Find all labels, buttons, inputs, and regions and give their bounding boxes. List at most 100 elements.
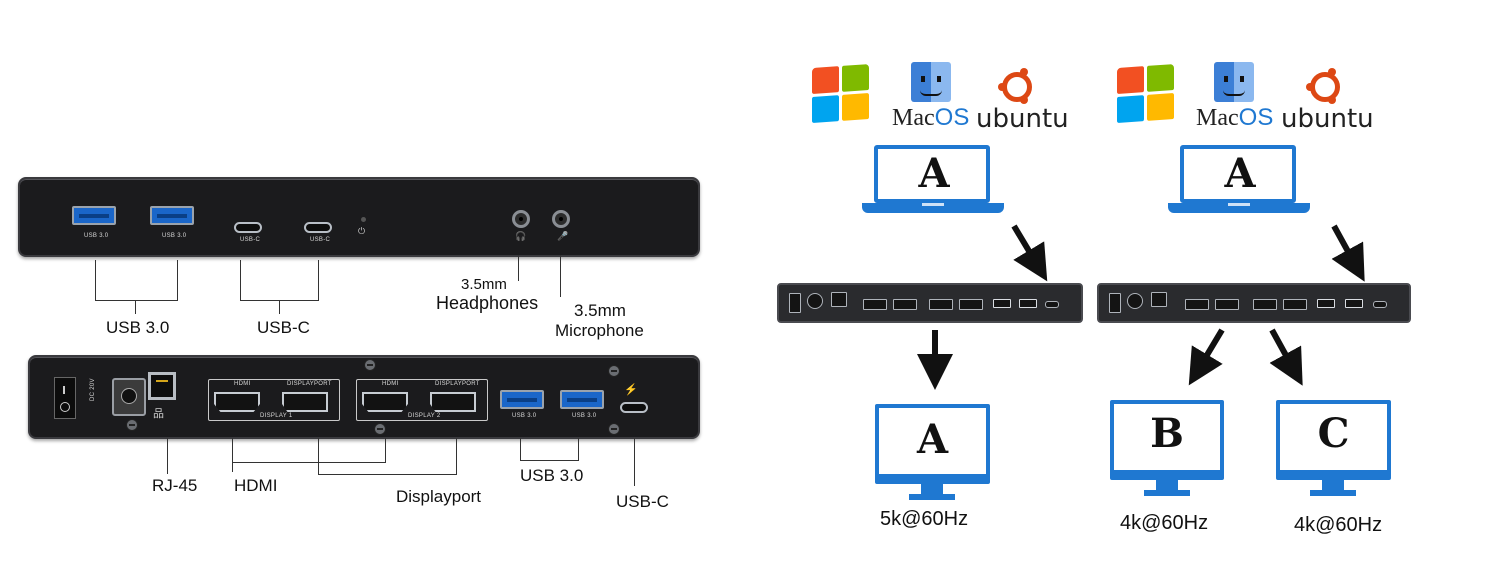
hdmi-port-1 bbox=[214, 392, 260, 412]
headphone-jack bbox=[512, 210, 530, 228]
network-icon: 品 bbox=[153, 408, 164, 420]
display2-dp-label: DISPLAYPORT bbox=[435, 381, 480, 387]
mic-size-callout: 3.5mm bbox=[574, 301, 626, 320]
usb-a-port-1 bbox=[72, 206, 116, 225]
usb30-back-bracket bbox=[520, 460, 579, 461]
dock-right-dp2 bbox=[1283, 299, 1307, 310]
dock-left-rj45 bbox=[831, 292, 847, 307]
macos-text-2: MacOS bbox=[1196, 104, 1274, 131]
microphone-leader bbox=[560, 255, 561, 297]
windows-logo-2 bbox=[1117, 64, 1175, 124]
screw-1 bbox=[126, 419, 138, 431]
back-usb-a-port-1 bbox=[500, 390, 544, 409]
usb30-front-bracket-right bbox=[177, 260, 178, 300]
screw-5 bbox=[608, 423, 620, 435]
dock-diagram-left bbox=[777, 283, 1083, 323]
dock-right-dp1 bbox=[1215, 299, 1239, 310]
usb30-front-bracket-bottom bbox=[95, 300, 178, 301]
laptop-right-letter: A bbox=[1224, 150, 1256, 197]
usbc-front-bracket-right bbox=[318, 260, 319, 300]
usb30-front-callout: USB 3.0 bbox=[106, 318, 170, 337]
display1-dp-label: DISPLAYPORT bbox=[287, 381, 332, 387]
displayport-2 bbox=[430, 392, 476, 412]
back-usb-c-port bbox=[620, 402, 648, 413]
screw-3 bbox=[374, 423, 386, 435]
macos-finder-icon-1 bbox=[911, 62, 951, 102]
usb30-back-leader-2 bbox=[578, 438, 579, 460]
dp-bracket bbox=[318, 474, 457, 475]
microphone-callout: Microphone bbox=[555, 321, 644, 340]
monitor-c-resolution: 4k@60Hz bbox=[1294, 514, 1383, 536]
usbc-front-callout: USB-C bbox=[257, 318, 310, 337]
rj45-leader bbox=[167, 438, 168, 474]
usbc-back-leader bbox=[634, 438, 635, 486]
headphones-callout: Headphones bbox=[436, 293, 539, 313]
display2-group bbox=[356, 379, 488, 421]
dock-left-usb1 bbox=[993, 299, 1011, 308]
usb-a-port-2 bbox=[150, 206, 194, 225]
dock-left-dp2 bbox=[959, 299, 983, 310]
display1-label: DISPLAY 1 bbox=[258, 413, 295, 419]
displayport-callout: Displayport bbox=[396, 487, 482, 506]
dock-left-dc bbox=[807, 293, 823, 309]
back-usb-a-port-2-label: USB 3.0 bbox=[572, 413, 597, 419]
dock-back-panel: DC 20V 品 HDMI DISPLAYPORT DISPLAY 1 HDMI… bbox=[28, 355, 700, 439]
ubuntu-icon-2 bbox=[1306, 68, 1340, 104]
headphone-icon: 🎧 bbox=[515, 231, 527, 241]
displayport-1 bbox=[282, 392, 328, 412]
display2-hdmi-label: HDMI bbox=[382, 381, 399, 387]
dc-input-label: DC 20V bbox=[90, 378, 96, 401]
usb30-back-leader-1 bbox=[520, 438, 521, 460]
usb30-front-bracket bbox=[95, 260, 96, 300]
dock-right-usbc bbox=[1373, 301, 1387, 308]
dock-left-hdmi1 bbox=[863, 299, 887, 310]
monitor-a-letter: A bbox=[916, 416, 949, 463]
usbc-back-callout: USB-C bbox=[616, 492, 669, 511]
macos-finder-icon-2 bbox=[1214, 62, 1254, 102]
screw-2 bbox=[364, 359, 376, 371]
ubuntu-text-2: ubuntu bbox=[1281, 104, 1374, 134]
hdmi-port-2 bbox=[362, 392, 408, 412]
usb30-back-callout: USB 3.0 bbox=[520, 466, 584, 485]
usb30-front-bracket-stem bbox=[135, 300, 136, 314]
laptop-right bbox=[1168, 145, 1312, 215]
dp-leader-2 bbox=[456, 438, 457, 474]
display1-hdmi-label: HDMI bbox=[234, 381, 251, 387]
power-led-icon bbox=[361, 217, 366, 222]
dock-diagram-right bbox=[1097, 283, 1411, 323]
screw-4 bbox=[608, 365, 620, 377]
display1-group bbox=[208, 379, 340, 421]
monitor-c bbox=[1276, 400, 1391, 500]
dock-right-switch bbox=[1109, 293, 1121, 313]
dock-right-dc bbox=[1127, 293, 1143, 309]
monitor-a-resolution: 5k@60Hz bbox=[880, 508, 969, 530]
hdmi-callout: HDMI bbox=[234, 476, 278, 495]
back-usb-a-port-1-label: USB 3.0 bbox=[512, 413, 537, 419]
dock-front-panel: USB 3.0 USB 3.0 USB-C USB-C ⏻ 🎧 🎤 bbox=[18, 177, 700, 257]
arrow-laptop-to-dock-right bbox=[1331, 224, 1365, 282]
usbc-front-bracket-left bbox=[240, 260, 241, 300]
dock-right-usb1 bbox=[1317, 299, 1335, 308]
microphone-icon: 🎤 bbox=[557, 231, 569, 241]
back-usb-a-port-2 bbox=[560, 390, 604, 409]
arrow-dock-to-monitor-c bbox=[1269, 328, 1303, 386]
dock-left-usbc bbox=[1045, 301, 1059, 308]
hdmi-leader-2 bbox=[385, 438, 386, 462]
arrow-laptop-to-dock-left bbox=[1011, 224, 1048, 282]
monitor-b-resolution: 4k@60Hz bbox=[1120, 512, 1209, 534]
ubuntu-icon-1 bbox=[998, 68, 1032, 104]
hdmi-leader-1 bbox=[232, 438, 233, 472]
monitor-b bbox=[1110, 400, 1224, 500]
dp-leader-1 bbox=[318, 438, 319, 474]
usb-c-port-1-label: USB-C bbox=[240, 237, 261, 243]
power-switch bbox=[54, 377, 76, 419]
monitor-a bbox=[875, 404, 990, 504]
dock-left-usb2 bbox=[1019, 299, 1037, 308]
usb-a-port-2-label: USB 3.0 bbox=[162, 233, 187, 239]
headphones-size-callout: 3.5mm bbox=[461, 276, 507, 293]
laptop-charge-icon: ⚡ bbox=[624, 384, 638, 396]
microphone-jack bbox=[552, 210, 570, 228]
monitor-c-letter: C bbox=[1317, 410, 1350, 457]
usb-c-port-2 bbox=[304, 222, 332, 233]
rj45-port bbox=[148, 372, 176, 400]
